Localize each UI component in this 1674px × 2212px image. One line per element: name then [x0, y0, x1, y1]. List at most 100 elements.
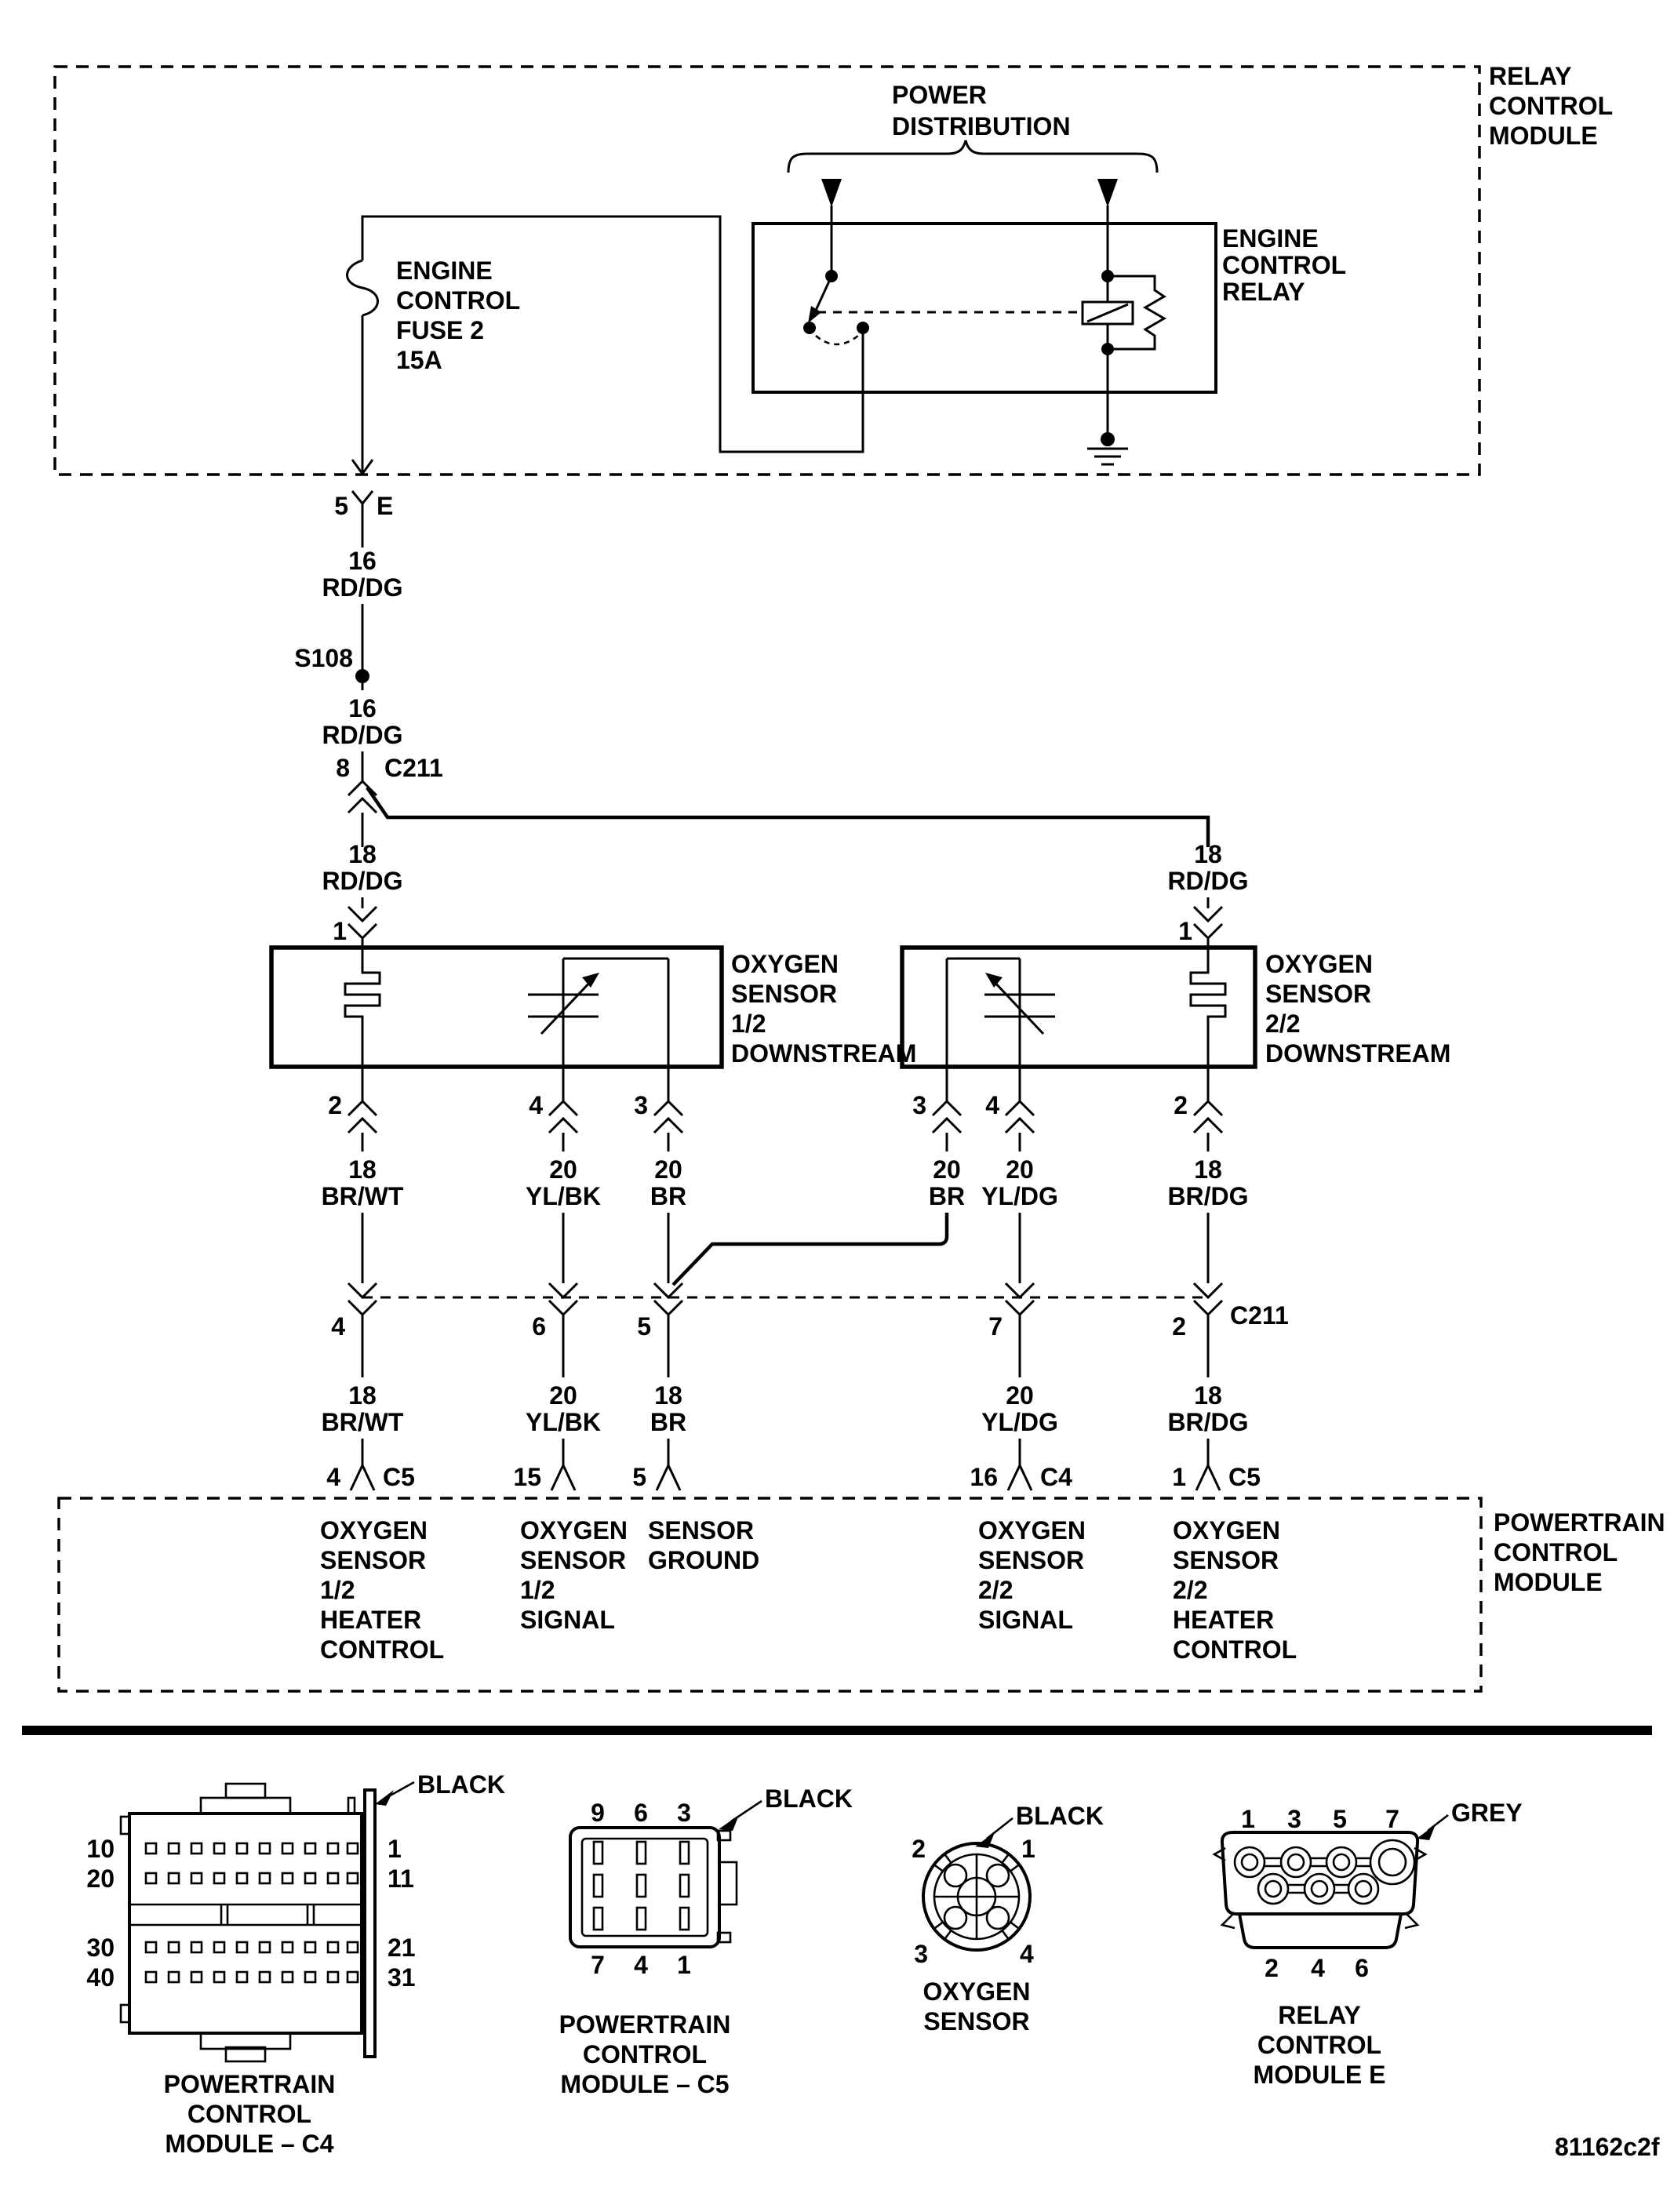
- o2-pin-label: 1: [1021, 1835, 1035, 1863]
- wire-color: BR/DG: [1167, 1182, 1248, 1210]
- pin-number: 3: [912, 1091, 926, 1119]
- pcm-label-line: SENSOR: [978, 1546, 1084, 1574]
- connector-caption-line: CONTROL: [187, 2100, 311, 2128]
- relay-control-module-box: [53, 65, 1481, 476]
- c4-center-rail: [129, 1903, 362, 1926]
- pcm-label-line: OXYGEN: [978, 1516, 1086, 1544]
- sensor-label-line: DOWNSTREAM: [1265, 1039, 1450, 1068]
- column-o2-12-heater: 2 18 BR/WT 4 18 BR/WT 4 C5: [322, 1067, 415, 1492]
- module-title-line: CONTROL: [1494, 1538, 1618, 1566]
- power-distribution-brace: [787, 140, 1159, 173]
- pin-number: 4: [331, 1312, 345, 1341]
- o2-pin-label: 4: [1020, 1940, 1034, 1968]
- connector-e-cavity: E: [377, 492, 393, 520]
- pcm-label-line: HEATER: [320, 1606, 421, 1634]
- connector-color-label: BLACK: [417, 1770, 505, 1799]
- connector-name: C211: [1230, 1301, 1289, 1330]
- pcm-label-line: CONTROL: [320, 1635, 444, 1664]
- module-title-line: POWERTRAIN: [1494, 1508, 1665, 1537]
- power-feed-arrow-right: [1097, 179, 1118, 275]
- wire-color: YL/DG: [981, 1182, 1058, 1210]
- pin-number: 2: [1174, 1091, 1188, 1119]
- wire-gauge: 20: [549, 1381, 577, 1410]
- wire-color: RD/DG: [1167, 867, 1248, 895]
- sensor-label-line: SENSOR: [731, 980, 837, 1008]
- wire-gauge: 20: [1006, 1155, 1034, 1184]
- wire-gauge: 18: [1194, 840, 1222, 868]
- pin-number: 4: [985, 1091, 999, 1119]
- wire-gauge: 18: [654, 1381, 682, 1410]
- power-distribution-label: POWER DISTRIBUTION: [892, 81, 1071, 140]
- pcm-pin-number: 1: [1172, 1463, 1186, 1491]
- wire-color: RD/DG: [322, 721, 402, 749]
- engine-control-fuse-label: ENGINE CONTROL FUSE 2 15A: [396, 256, 520, 374]
- connector-caption-line: CONTROL: [1257, 2031, 1381, 2059]
- connector-caption-line: MODULE E: [1254, 2061, 1386, 2089]
- pin-number: 7: [988, 1312, 1003, 1341]
- relay-coil-symbol: [1081, 270, 1166, 355]
- ground-merge-wire: [671, 1213, 949, 1286]
- pin-number: 2: [1172, 1312, 1186, 1341]
- oxygen-sensor-12-label: OXYGEN SENSOR 1/2 DOWNSTREAM: [731, 950, 916, 1068]
- relay-label-line: CONTROL: [1222, 251, 1346, 279]
- connector-c211-supply: 8 C211: [336, 754, 443, 814]
- o2-pin-label: 2: [912, 1835, 926, 1863]
- pcm-connector-name: C4: [1040, 1463, 1072, 1491]
- sensor-label-line: SENSOR: [1265, 980, 1371, 1008]
- column-o2-22-signal: 4 20 YL/DG 7 20 YL/DG 16 C4: [970, 1067, 1072, 1492]
- relay-e-pin-label: 4: [1311, 1954, 1325, 1982]
- c4-row-label: 30: [86, 1934, 115, 1962]
- wire-color: BR/DG: [1167, 1408, 1248, 1436]
- wire-color: RD/DG: [322, 573, 402, 602]
- oxygen-sensor-22-box: [900, 945, 1257, 1069]
- wire-gauge: 18: [348, 1381, 377, 1410]
- oxygen-sensor-12-box: [269, 945, 724, 1069]
- pin-number: 3: [634, 1091, 648, 1119]
- relay-e-pin-label: 7: [1385, 1805, 1399, 1833]
- wire-gauge: 20: [1006, 1381, 1034, 1410]
- powertrain-control-module-box: [57, 1497, 1483, 1693]
- wire-gauge: 16: [348, 547, 377, 575]
- connector-name: C211: [384, 754, 443, 782]
- wire-gauge: 18: [348, 840, 377, 868]
- c5-pin-label: 9: [591, 1799, 605, 1827]
- c5-color-callout: BLACK: [719, 1785, 853, 1831]
- relay-e-color-callout: GREY: [1417, 1799, 1523, 1840]
- splice-s108: S108: [294, 644, 369, 683]
- pin-number: 5: [637, 1312, 651, 1341]
- pin-number: 1: [333, 917, 347, 945]
- ground-symbol: [1087, 349, 1128, 466]
- pcm-circuit-label-heater-12: OXYGEN SENSOR 1/2 HEATER CONTROL: [320, 1516, 444, 1664]
- wire-color: YL/BK: [526, 1408, 601, 1436]
- column-sensor-ground: 3 20 BR 5 18 BR 5: [632, 1067, 686, 1492]
- o2-pin-label: 3: [914, 1940, 928, 1968]
- pcm-circuit-label-signal-22: OXYGEN SENSOR 2/2 SIGNAL: [978, 1516, 1086, 1634]
- engine-control-relay-label: ENGINE CONTROL RELAY: [1222, 224, 1346, 306]
- pcm-circuit-label-sensor-ground: SENSOR GROUND: [648, 1516, 759, 1574]
- connector-caption-line: MODULE – C5: [560, 2070, 729, 2098]
- pcm-label-line: SIGNAL: [978, 1606, 1073, 1634]
- engine-control-relay-box: [751, 222, 1217, 394]
- wire-color: BR: [929, 1182, 965, 1210]
- wire-gauge: 20: [933, 1155, 961, 1184]
- pcm-label-line: 2/2: [1173, 1576, 1207, 1604]
- c4-row-label: 10: [86, 1835, 115, 1863]
- connector-caption-line: CONTROL: [583, 2040, 707, 2068]
- pcm-connector-name: C5: [383, 1463, 415, 1491]
- sensor-left-pin1-connector: [347, 905, 378, 940]
- pcm-pin-number: 5: [632, 1463, 646, 1491]
- pin-number: 6: [532, 1312, 546, 1341]
- c4-row-label: 40: [86, 1963, 115, 1992]
- connector-pin: 8: [336, 754, 350, 782]
- power-feed-arrow-left: [821, 179, 842, 275]
- module-title-line: RELAY: [1489, 62, 1572, 90]
- relay-e-pin-label: 5: [1333, 1805, 1347, 1833]
- wire-color: BR: [650, 1182, 686, 1210]
- connector-e-pin: 5: [334, 492, 348, 520]
- module-title-line: CONTROL: [1489, 92, 1613, 120]
- relay-e-pin-label: 6: [1355, 1954, 1369, 1982]
- fuse-label-line: ENGINE: [396, 256, 493, 285]
- wire-gauge: 18: [348, 1155, 377, 1184]
- pcm-label-line: SENSOR: [520, 1546, 626, 1574]
